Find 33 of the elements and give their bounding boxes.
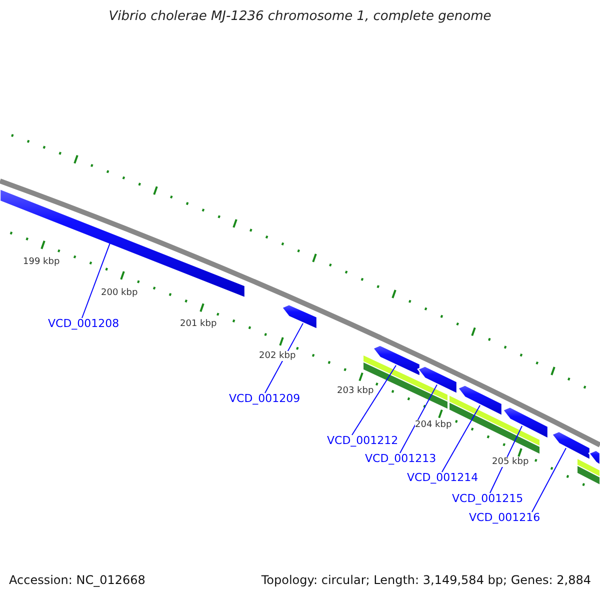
gene-label: VCD_001216 [469, 512, 540, 525]
gene-block [457, 384, 503, 417]
gene-label: VCD_001208 [48, 318, 120, 331]
gene-label: VCD_001214 [407, 472, 478, 485]
leader-line [82, 242, 110, 318]
scale-label: 199 kbp [23, 257, 60, 268]
leader-line [490, 425, 522, 494]
map-title: Vibrio cholerae MJ-1236 chromosome 1, complete genome [108, 10, 492, 25]
gene-block [0, 188, 246, 299]
gene-block [502, 406, 549, 440]
leader-line [532, 448, 566, 512]
gene-label: VCD_001209 [229, 393, 300, 406]
scale-label: 203 kbp [337, 386, 374, 396]
gene-bar [576, 457, 600, 486]
scale-label: 204 kbp [415, 420, 452, 430]
gene-block [588, 450, 600, 466]
leader-line [264, 322, 304, 394]
scale-label: 205 kbp [492, 457, 529, 468]
gene-block [281, 304, 318, 330]
gene-label: VCD_001212 [327, 435, 398, 448]
genome-stats-text: Topology: circular; Length: 3,149,584 bp; Genes: 2,884 [261, 574, 591, 588]
gene-block [551, 430, 591, 461]
leader-line [400, 384, 438, 454]
gene-label: VCD_001215 [452, 493, 524, 506]
scale-label: 201 kbp [180, 319, 217, 330]
gene-block [417, 366, 458, 395]
gene-block [372, 344, 421, 378]
gene-label: VCD_001213 [365, 453, 436, 466]
scale-label: 200 kbp [101, 288, 138, 298]
scale-label: 202 kbp [259, 351, 296, 362]
leader-line [442, 404, 480, 472]
accession-text: Accession: NC_012668 [9, 574, 146, 588]
leader-line [352, 364, 396, 436]
